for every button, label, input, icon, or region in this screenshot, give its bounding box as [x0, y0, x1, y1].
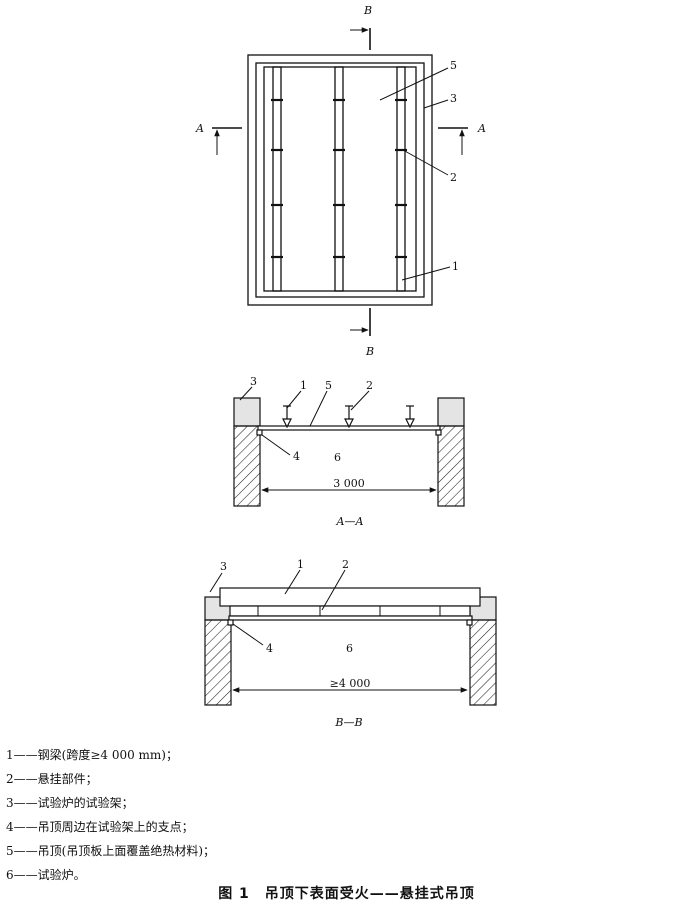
- aa-label-5: 5: [325, 379, 332, 392]
- bb-wall-right: [469, 619, 497, 706]
- aa-label-3: 3: [250, 375, 257, 388]
- hanger-marks: [271, 98, 407, 259]
- section-mark-b-top: B: [363, 4, 372, 17]
- steel-beam-left: [272, 66, 282, 292]
- aa-hangers: [282, 405, 415, 429]
- test-frame-inner: [255, 62, 425, 298]
- section-cut-a-right: [438, 127, 468, 155]
- bb-steel-beam: [219, 587, 481, 607]
- plan-label-1: 1: [452, 260, 459, 273]
- aa-wall-left: [233, 425, 261, 507]
- section-mark-a-left: A: [195, 122, 204, 135]
- leader-plan-2: [402, 149, 449, 176]
- test-frame-outer: [247, 54, 433, 306]
- aa-support-left: [256, 429, 263, 436]
- bb-section-title: B—B: [334, 716, 362, 729]
- leader-plan-1: [401, 266, 451, 281]
- bb-label-6: 6: [346, 642, 353, 655]
- section-mark-b-bottom: B: [365, 345, 374, 358]
- aa-label-2: 2: [366, 379, 373, 392]
- legend-item-5: 5——吊顶(吊顶板上面覆盖绝热材料)；: [6, 844, 215, 858]
- plan-view: [212, 27, 468, 336]
- bb-hanger-band: [229, 605, 471, 617]
- section-aa-text: 3 1 5 2 4 6 3 000 A—A: [250, 375, 373, 528]
- bb-support-left: [227, 619, 234, 626]
- plan-label-2: 2: [450, 171, 457, 184]
- aa-label-4: 4: [293, 450, 300, 463]
- aa-wall-right: [437, 425, 465, 507]
- aa-label-1: 1: [300, 379, 307, 392]
- bb-hanger-divisions: [257, 606, 441, 616]
- steel-beam-right: [396, 66, 406, 292]
- figure-caption: 图 1 吊顶下表面受火——悬挂式吊顶: [218, 886, 475, 902]
- aa-support-right: [435, 429, 442, 436]
- plan-view-text: 5 3 2 1 B B A A: [195, 4, 486, 358]
- section-cut-b-bottom: [350, 308, 371, 336]
- legend-list: 1——钢梁(跨度≥4 000 mm)； 2——悬挂部件； 3——试验炉的试验架；…: [6, 743, 215, 887]
- section-bb: [204, 569, 497, 706]
- legend-item-4: 4——吊顶周边在试验架上的支点；: [6, 820, 194, 834]
- aa-concrete-left: [233, 397, 261, 427]
- legend-item-2: 2——悬挂部件；: [6, 772, 98, 786]
- ceiling-fire-test-drawing: 5 3 2 1 B B A A: [195, 4, 497, 729]
- section-cut-a-left: [212, 127, 242, 155]
- section-cut-b-top: [350, 27, 371, 50]
- legend-item-1: 1——钢梁(跨度≥4 000 mm)；: [6, 748, 178, 762]
- plan-label-5: 5: [450, 59, 457, 72]
- leader-plan-3: [423, 99, 449, 109]
- bb-label-1: 1: [297, 558, 304, 571]
- legend-item-6: 6——试验炉。: [6, 868, 86, 882]
- bb-wall-left: [204, 619, 232, 706]
- legend-item-3: 3——试验炉的试验架；: [6, 796, 134, 810]
- aa-leaders: [239, 386, 370, 456]
- leader-plan-5: [379, 67, 449, 101]
- bb-label-2: 2: [342, 558, 349, 571]
- steel-beam-middle: [334, 66, 344, 292]
- aa-concrete-right: [437, 397, 465, 427]
- aa-label-6: 6: [334, 451, 341, 464]
- bb-label-3: 3: [220, 560, 227, 573]
- bb-label-4: 4: [266, 642, 273, 655]
- bb-leaders: [209, 569, 346, 646]
- section-mark-a-right: A: [477, 122, 486, 135]
- bb-support-right: [466, 619, 473, 626]
- aa-section-title: A—A: [336, 515, 364, 528]
- aa-dimension-text: 3 000: [333, 477, 365, 490]
- section-bb-text: 3 1 2 4 6 ≥4 000 B—B: [220, 558, 370, 729]
- plan-label-3: 3: [450, 92, 457, 105]
- bb-dimension-text: ≥4 000: [330, 677, 371, 690]
- bb-ceiling: [228, 615, 473, 621]
- section-aa: [233, 386, 465, 507]
